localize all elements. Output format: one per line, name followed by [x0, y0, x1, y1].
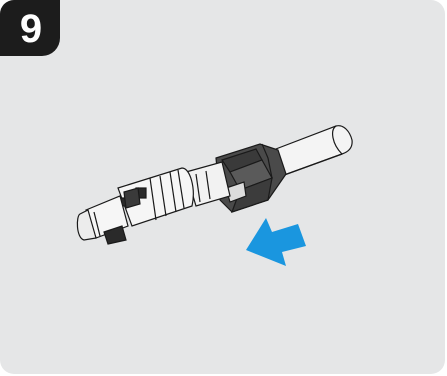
cap-nut — [216, 144, 286, 212]
arrow-left-down-icon — [246, 218, 306, 266]
connector-body — [118, 168, 193, 226]
connector-tip — [77, 196, 128, 244]
